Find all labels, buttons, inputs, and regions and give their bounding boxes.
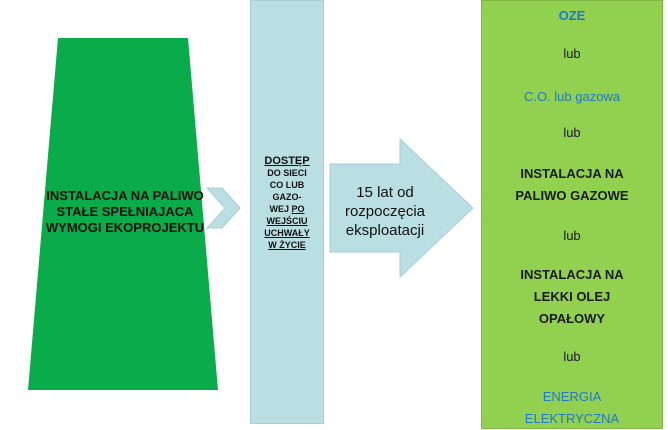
middle-line-4: GAZO- xyxy=(272,192,302,202)
middle-line-7: UCHWAŁY xyxy=(264,228,310,238)
middle-line-5: WEJ PO xyxy=(250,203,324,215)
item-or-1: lub xyxy=(563,46,581,61)
big-arrow xyxy=(329,137,474,279)
fuel-trapezoid xyxy=(28,38,218,390)
middle-line-1: DOSTĘP xyxy=(264,155,310,167)
middle-line-2: DO SIECI xyxy=(267,168,307,178)
left-block-text: INSTALACJA NA PALIWO STAŁE SPEŁNIAJACA W… xyxy=(45,188,205,235)
item-oze: OZE xyxy=(558,8,586,23)
middle-block xyxy=(250,0,324,424)
arrow-line-1: 15 lat od xyxy=(356,184,414,201)
item-or-3: lub xyxy=(563,228,581,243)
item-oil-installation: INSTALACJA NA LEKKI OLEJ OPAŁOWY xyxy=(520,267,624,326)
item-gas-installation: INSTALACJA NA PALIWO GAZOWE xyxy=(515,166,629,203)
arrow-text: 15 lat od rozpoczęcia eksploatacji xyxy=(330,183,440,240)
middle-line-8: W ŻYCIE xyxy=(268,240,306,250)
right-block xyxy=(481,0,663,429)
chevron-right-icon xyxy=(205,187,241,229)
item-or-2: lub xyxy=(563,125,581,140)
middle-line-5a: WEJ xyxy=(269,204,292,214)
item-co-gas: C.O. lub gazowa xyxy=(523,89,621,104)
arrow-line-3: eksploatacji xyxy=(345,222,425,239)
arrow-line-2: rozpoczęcia xyxy=(344,203,426,220)
item-or-4: lub xyxy=(563,349,581,364)
item-electric-energy: ENERGIA ELEKTRYCZNA xyxy=(524,389,620,426)
middle-line-6: WEJŚCIU xyxy=(266,216,308,226)
middle-block-text: DOSTĘP DO SIECI CO LUB GAZO- WEJ PO WEJŚ… xyxy=(250,155,324,251)
middle-line-5b: PO xyxy=(291,204,305,214)
middle-line-3: CO LUB xyxy=(269,180,305,190)
